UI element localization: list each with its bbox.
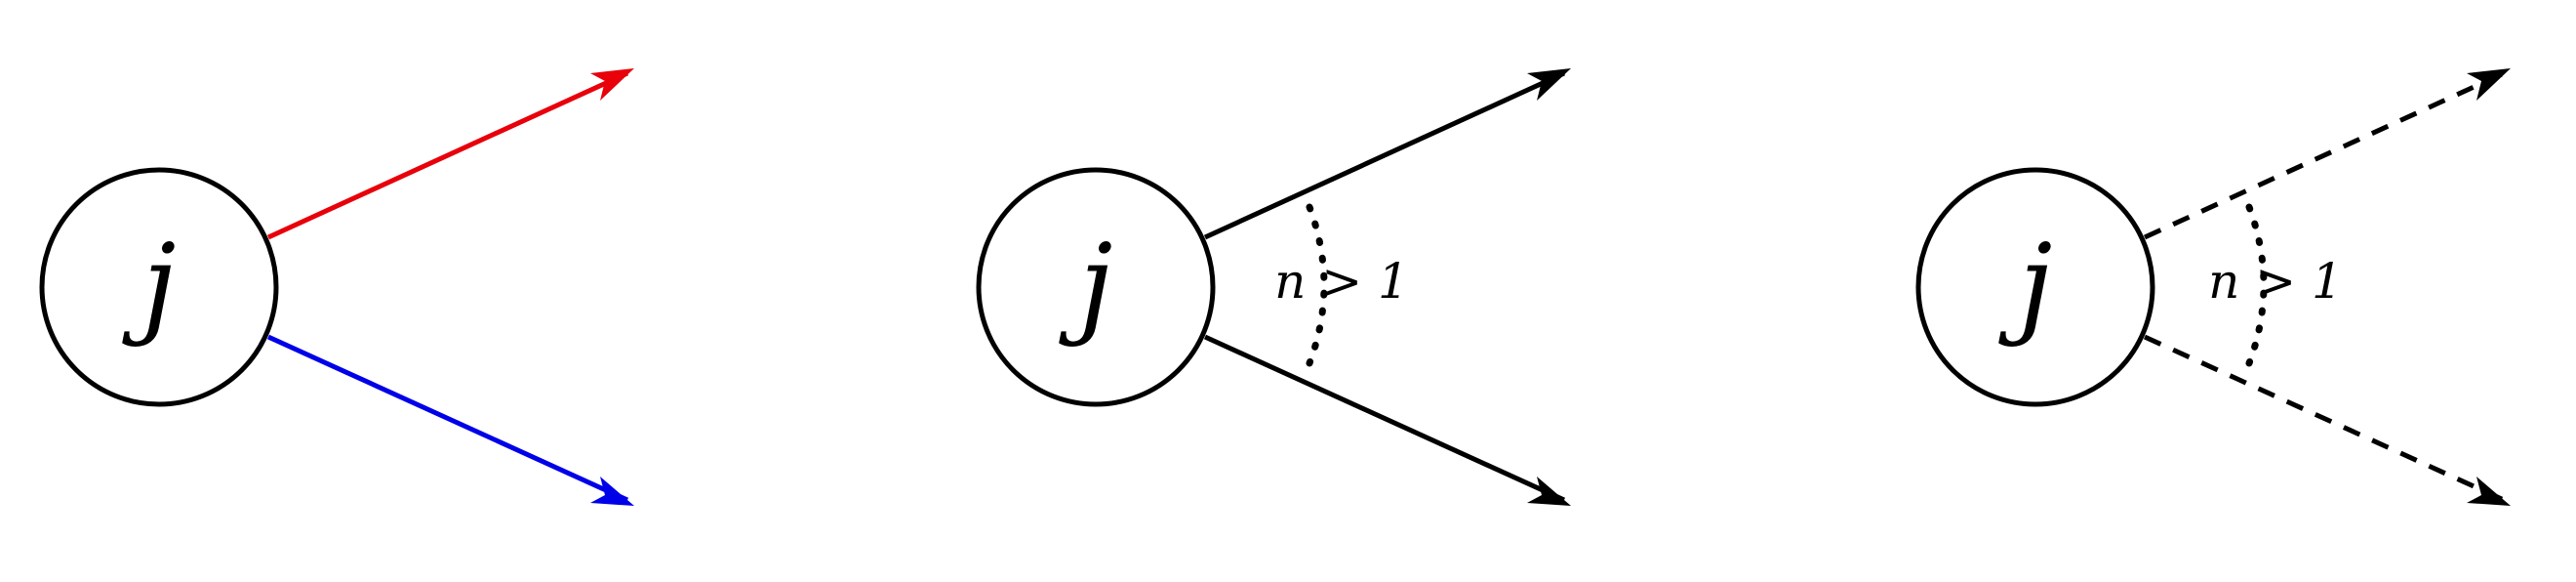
- multiplicity-label: n > 1: [1274, 253, 1409, 310]
- arrowhead-upper: [1527, 68, 1571, 101]
- arrowhead-red: [590, 68, 634, 101]
- node-circle: [1915, 167, 2155, 407]
- edge-lower-dashed: [2143, 334, 2506, 503]
- multiplicity-label: n > 1: [2208, 253, 2343, 310]
- arrowhead-blue: [590, 477, 634, 506]
- panel-1: j: [39, 68, 634, 506]
- arrowhead-lower: [2467, 477, 2511, 506]
- panel-2: n > 1 j: [976, 68, 1571, 506]
- panel-3: n > 1 j: [1915, 68, 2511, 506]
- multiplicity-arc: [1306, 203, 1328, 367]
- node-circle: [39, 167, 279, 407]
- edge-upper-dashed: [2143, 70, 2506, 240]
- node-circle: [976, 167, 1216, 407]
- edge-lower: [1203, 334, 1566, 503]
- arrowhead-upper: [2467, 68, 2511, 101]
- edge-red: [266, 70, 629, 240]
- edge-upper: [1203, 70, 1566, 240]
- edge-blue: [266, 334, 629, 503]
- multiplicity-arc: [2245, 203, 2268, 367]
- arrowhead-lower: [1527, 477, 1571, 506]
